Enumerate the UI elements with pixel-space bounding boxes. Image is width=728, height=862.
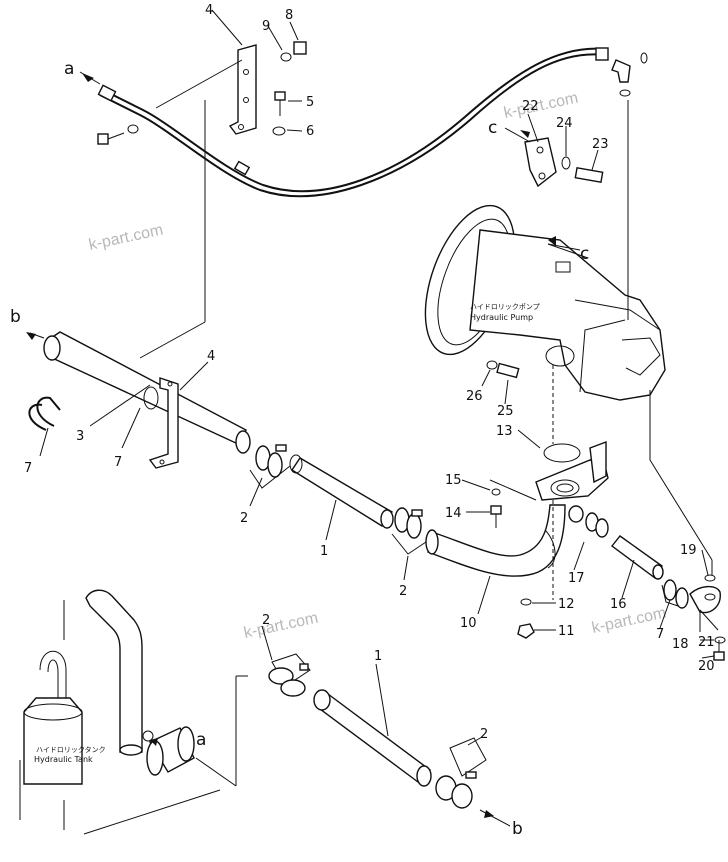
pump-label-en: Hydraulic Pump bbox=[470, 313, 533, 322]
callout-22: 22 bbox=[522, 99, 539, 114]
callout-11: 11 bbox=[558, 624, 575, 639]
upper-bracket bbox=[228, 44, 257, 135]
tank-label-en: Hydraulic Tank bbox=[34, 755, 93, 764]
callout-4-top: 4 bbox=[205, 3, 213, 18]
clamp-2-lower-right bbox=[435, 736, 511, 827]
leaders-top bbox=[79, 9, 303, 322]
callout-3: 3 bbox=[76, 429, 84, 444]
elbow-pipe-10 bbox=[425, 504, 566, 615]
callout-4-mid: 4 bbox=[207, 349, 215, 364]
watermark-3: k-part.com bbox=[242, 610, 319, 642]
ref-arrows bbox=[26, 73, 556, 818]
callout-numbers: 4 9 8 5 6 22 24 23 4 3 7 7 26 25 13 15 1… bbox=[24, 3, 715, 742]
watermark-2: k-part.com bbox=[87, 222, 164, 254]
suction-pipe-3 bbox=[43, 331, 251, 469]
callout-5: 5 bbox=[306, 95, 314, 110]
callout-21: 21 bbox=[698, 635, 715, 650]
ref-c-bracket: c bbox=[488, 118, 497, 138]
right-fitting-18 bbox=[659, 574, 721, 632]
pump-label-jp: ハイドロリックポンプ bbox=[470, 303, 540, 311]
bolts-top bbox=[97, 41, 307, 145]
callout-13: 13 bbox=[496, 424, 513, 439]
leaders-mid-left bbox=[29, 321, 209, 457]
callout-8: 8 bbox=[285, 8, 293, 23]
hydraulic-tank-symbol: ハイドロリックタンク Hydraulic Tank bbox=[19, 600, 221, 835]
clamp-2-middle bbox=[391, 507, 433, 581]
hydraulic-pump: ハイドロリックポンプ Hydraulic Pump bbox=[424, 204, 666, 401]
callout-7-right: 7 bbox=[656, 627, 664, 642]
callout-18: 18 bbox=[672, 637, 689, 652]
callout-16: 16 bbox=[610, 597, 627, 612]
callout-12: 12 bbox=[558, 597, 575, 612]
ref-c-pump: c bbox=[580, 244, 589, 264]
callout-2-left: 2 bbox=[240, 511, 248, 526]
callout-6: 6 bbox=[306, 124, 314, 139]
u-bolt-7 bbox=[28, 396, 61, 431]
flange-13 bbox=[517, 365, 609, 600]
callout-2-lower-left: 2 bbox=[262, 613, 270, 628]
callout-7-mid: 7 bbox=[114, 455, 122, 470]
hose-1-lower bbox=[313, 663, 432, 787]
callout-7-left: 7 bbox=[24, 461, 32, 476]
callout-19: 19 bbox=[680, 543, 697, 558]
tank-label-jp: ハイドロリックタンク bbox=[36, 745, 106, 754]
callout-23: 23 bbox=[592, 137, 609, 152]
callout-2-mid: 2 bbox=[399, 584, 407, 599]
clamp-2-left bbox=[249, 444, 291, 507]
callout-15: 15 bbox=[445, 473, 462, 488]
ref-b-bottom: b bbox=[512, 819, 523, 839]
hydraulic-line-top bbox=[97, 47, 609, 198]
tank-return-pipe bbox=[85, 589, 189, 757]
callout-9: 9 bbox=[262, 19, 270, 34]
callout-24: 24 bbox=[556, 116, 573, 131]
bolt-25 bbox=[481, 360, 520, 405]
ref-b-left: b bbox=[10, 307, 21, 327]
reference-letters: a b c c a b bbox=[10, 59, 589, 839]
callout-1-lower: 1 bbox=[374, 649, 382, 664]
ref-a-bottom: a bbox=[196, 730, 206, 750]
elbow-fitting bbox=[611, 52, 648, 97]
callout-14: 14 bbox=[445, 506, 462, 521]
ref-a-top: a bbox=[64, 59, 74, 79]
callout-26: 26 bbox=[466, 389, 483, 404]
callout-25: 25 bbox=[497, 404, 514, 419]
tank-outlet bbox=[146, 675, 248, 787]
callout-17-top: 17 bbox=[568, 571, 585, 586]
callout-2-lower-right: 2 bbox=[480, 727, 488, 742]
small-parts bbox=[517, 549, 726, 661]
clamp-2-lower-left bbox=[261, 625, 311, 697]
callout-10: 10 bbox=[460, 616, 477, 631]
bolt-14 bbox=[461, 479, 537, 528]
callout-20: 20 bbox=[698, 659, 715, 674]
hose-1-middle bbox=[289, 454, 394, 541]
pump-bracket bbox=[504, 113, 604, 188]
side-hose-16 bbox=[568, 505, 664, 599]
callout-1-mid: 1 bbox=[320, 544, 328, 559]
